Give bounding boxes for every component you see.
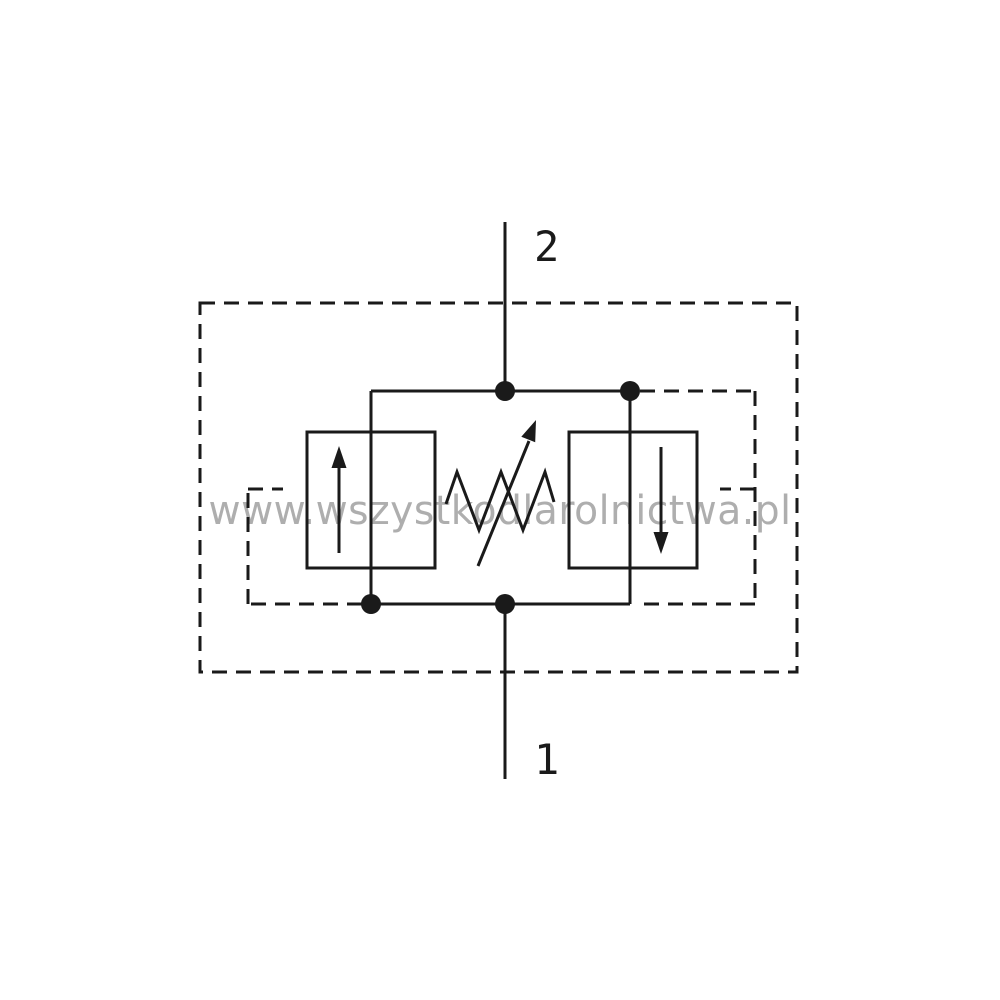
enclosure-dashed-boundary xyxy=(198,301,799,674)
left-valve-arrowhead-up-icon xyxy=(331,446,347,468)
junction-dot-top-right xyxy=(620,381,640,401)
junction-dot-bottom-center xyxy=(495,594,515,614)
port-2-label: 2 xyxy=(534,222,559,271)
junction-dot-bottom-left xyxy=(361,594,381,614)
dashed-lines-group xyxy=(198,301,799,674)
port-1-label: 1 xyxy=(534,735,559,784)
adjustment-arrow-shaft xyxy=(476,440,531,567)
junction-dot-top-center xyxy=(495,381,515,401)
spring-symbol xyxy=(444,467,556,535)
adjustment-arrowhead-icon xyxy=(521,420,536,443)
right-valve-box xyxy=(567,430,699,570)
right-valve-arrowhead-down-icon xyxy=(653,532,669,554)
solid-lines-group xyxy=(305,222,699,779)
filled-shapes-group xyxy=(331,381,669,614)
